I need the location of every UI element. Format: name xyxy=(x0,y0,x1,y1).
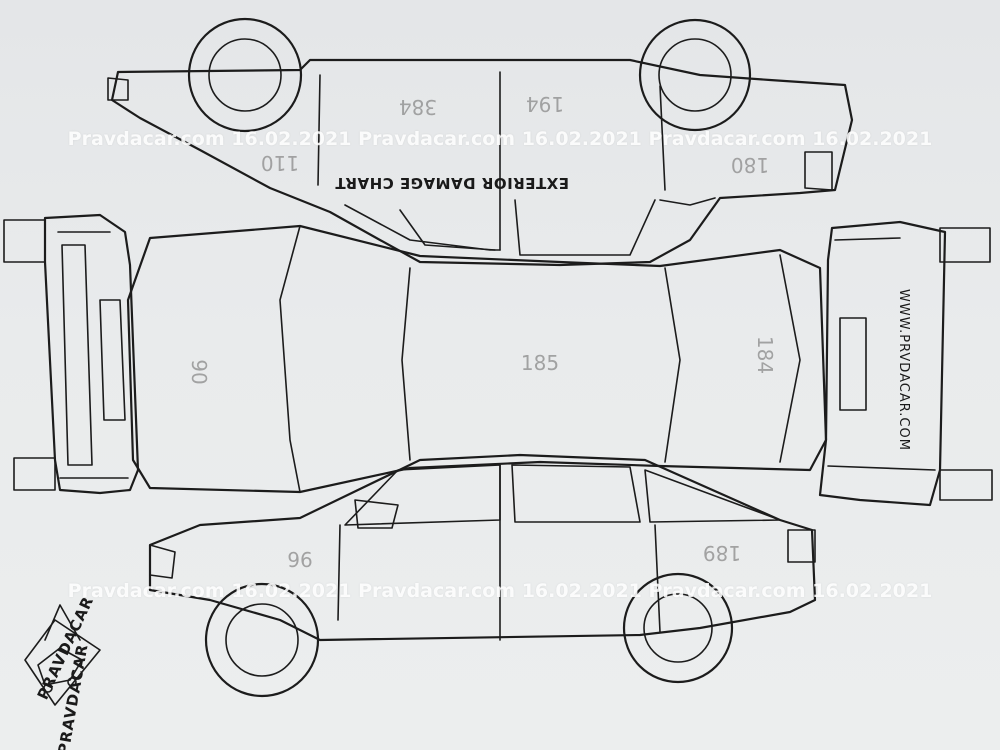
side-view-right xyxy=(148,453,817,698)
pravdacar-seal: PRAVDACAR PRAVDACAR xyxy=(24,593,101,750)
reading-roof-top: 185 xyxy=(521,351,559,375)
reading-left-rear-fender: 180 xyxy=(731,153,769,177)
front-end-view: WWW.PRVDACAR.COM xyxy=(818,220,993,507)
reading-trunk: 184 xyxy=(753,336,777,374)
website-label: WWW.PRVDACAR.COM xyxy=(896,289,911,451)
side-view-left: EXTERIOR DAMAGE CHART xyxy=(107,17,854,267)
chart-title: EXTERIOR DAMAGE CHART xyxy=(335,174,569,192)
reading-roof-front: 384 xyxy=(399,95,437,119)
reading-roof-rear: 194 xyxy=(526,92,564,116)
reading-hood: 90 xyxy=(187,359,211,384)
reading-right-front-fender: 96 xyxy=(287,547,312,571)
paint-thickness-readings: 384 194 110 180 90 185 184 96 189 xyxy=(187,92,777,571)
reading-left-front-fender: 110 xyxy=(261,151,299,175)
watermark-bottom: Pravdacar.com 16.02.2021 Pravdacar.com 1… xyxy=(67,580,933,602)
reading-right-rear-fender: 189 xyxy=(703,541,741,565)
rear-end-view xyxy=(3,213,140,495)
top-view xyxy=(126,224,828,494)
watermark-top: Pravdacar.com 16.02.2021 Pravdacar.com 1… xyxy=(67,128,933,150)
